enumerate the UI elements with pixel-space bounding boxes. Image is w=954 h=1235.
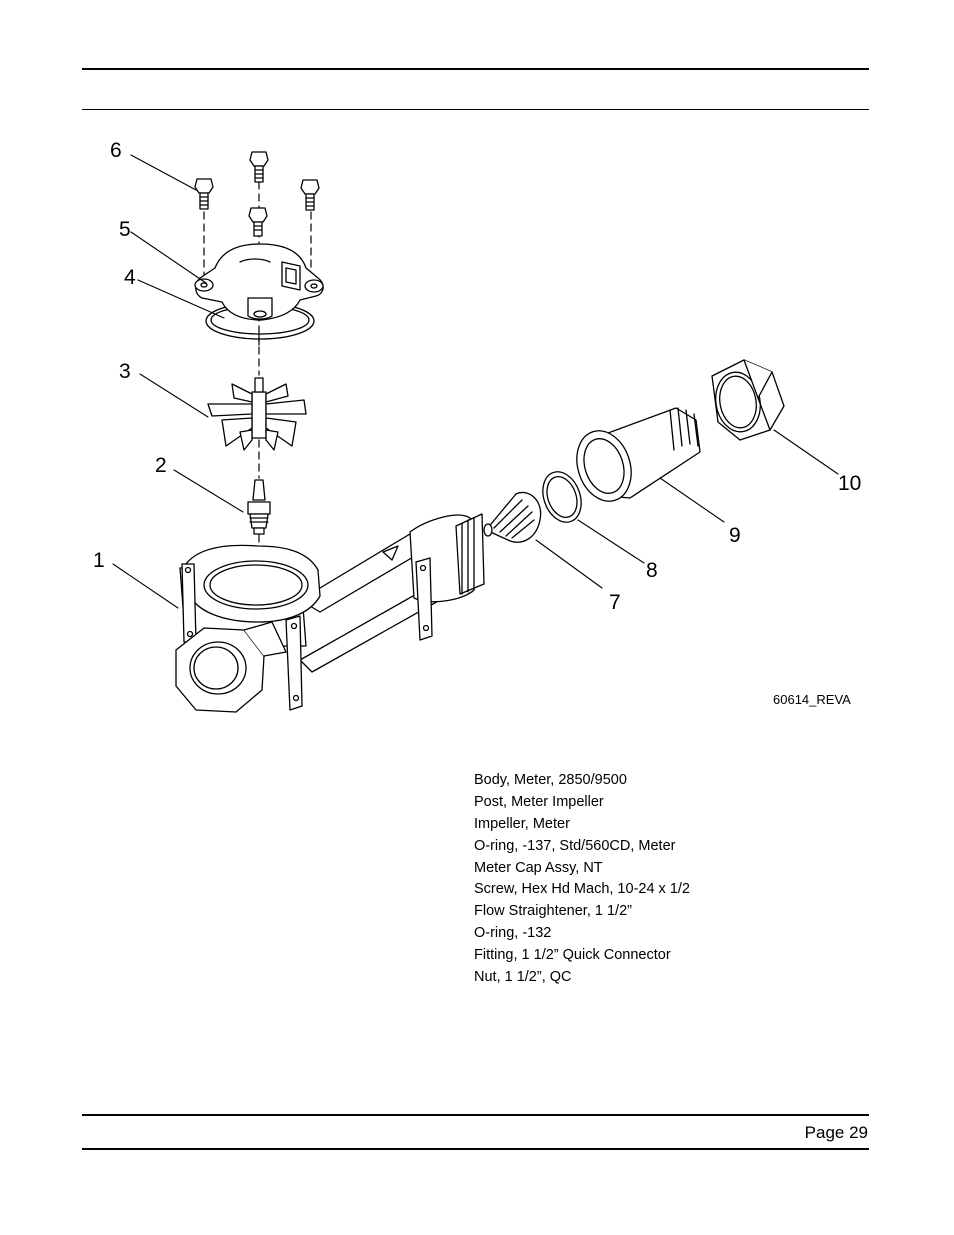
header-rule-top <box>82 68 869 70</box>
parts-list-item: Screw, Hex Hd Mach, 10-24 x 1/2 <box>474 881 690 898</box>
hex-screw-front <box>248 207 268 237</box>
callout-5: 5 <box>119 218 131 241</box>
meter-cap-assembly <box>194 243 324 321</box>
parts-list-item: Impeller, Meter <box>474 815 570 832</box>
parts-list-item: Post, Meter Impeller <box>474 793 604 810</box>
callout-2: 2 <box>155 454 167 477</box>
footer-rule-top <box>82 1114 869 1116</box>
quick-connector-fitting <box>576 407 701 502</box>
callout-10: 10 <box>838 472 862 495</box>
parts-list-item: O-ring, -132 <box>474 925 552 942</box>
parts-list-item: O-ring, -137, Std/560CD, Meter <box>474 837 676 854</box>
callout-9: 9 <box>729 524 741 547</box>
callout-1: 1 <box>93 549 105 572</box>
callout-3: 3 <box>119 360 131 383</box>
parts-list-item: Body, Meter, 2850/9500 <box>474 772 627 788</box>
page-number: Page 29 <box>804 1123 868 1142</box>
callout-4: 4 <box>124 266 136 289</box>
parts-list-item: Meter Cap Assy, NT <box>474 859 603 876</box>
parts-list-item: Flow Straightener, 1 1/2” <box>474 903 632 920</box>
hex-screw-right <box>300 179 320 211</box>
parts-list-item: Nut, 1 1/2”, QC <box>474 969 572 986</box>
callout-6: 6 <box>110 139 122 162</box>
flow-straightener <box>483 491 542 543</box>
quick-connector-nut <box>711 359 785 441</box>
exploded-view-diagram <box>112 151 839 713</box>
footer-rule-bottom <box>82 1148 869 1150</box>
hex-screw-left <box>194 178 214 210</box>
meter-impeller-post <box>247 479 271 535</box>
hex-screw-top <box>249 151 269 183</box>
callout-7: 7 <box>609 591 621 614</box>
drawing-id-label: 60614_REVA <box>773 692 851 707</box>
meter-body <box>175 513 485 713</box>
callout-leader-lines <box>112 154 839 609</box>
header-rule-bottom <box>82 109 869 110</box>
o-ring-132 <box>542 471 582 523</box>
meter-impeller <box>207 377 307 451</box>
parts-list: Body, Meter, 2850/9500 Post, Meter Impel… <box>474 770 690 989</box>
callout-8: 8 <box>646 559 658 582</box>
parts-list-item: Fitting, 1 1/2” Quick Connector <box>474 947 671 964</box>
